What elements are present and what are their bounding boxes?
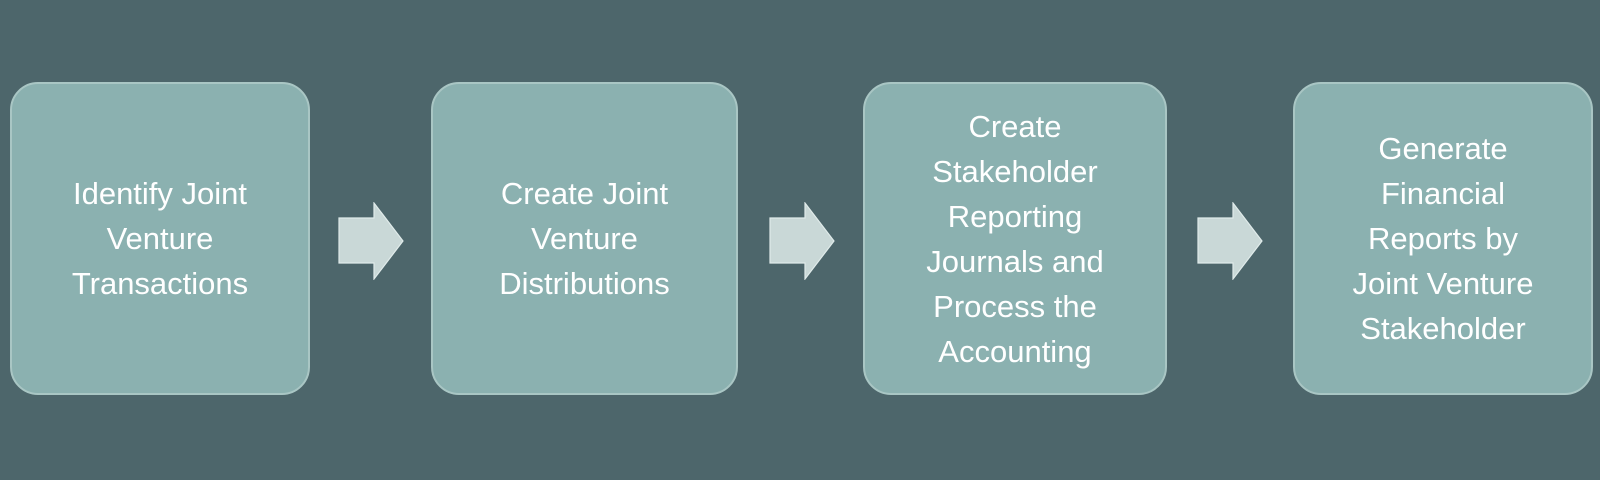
- process-step-label: Create Joint Venture Distributions: [499, 176, 670, 301]
- flow-arrow-right-icon: [769, 202, 835, 280]
- flow-arrow-right-icon: [338, 202, 404, 280]
- process-step-label: Identify Joint Venture Transactions: [71, 176, 249, 301]
- process-step-label: Generate Financial Reports by Joint Vent…: [1352, 131, 1534, 346]
- process-step-create-stakeholder-reporting-journals: Create Stakeholder Reporting Journals an…: [863, 82, 1167, 395]
- flow-arrow-right-icon: [1197, 202, 1263, 280]
- process-step-label: Create Stakeholder Reporting Journals an…: [926, 108, 1104, 369]
- process-step-generate-financial-reports: Generate Financial Reports by Joint Vent…: [1293, 82, 1593, 395]
- process-step-identify-joint-venture-transactions: Identify Joint Venture Transactions: [10, 82, 310, 395]
- process-step-create-joint-venture-distributions: Create Joint Venture Distributions: [431, 82, 738, 395]
